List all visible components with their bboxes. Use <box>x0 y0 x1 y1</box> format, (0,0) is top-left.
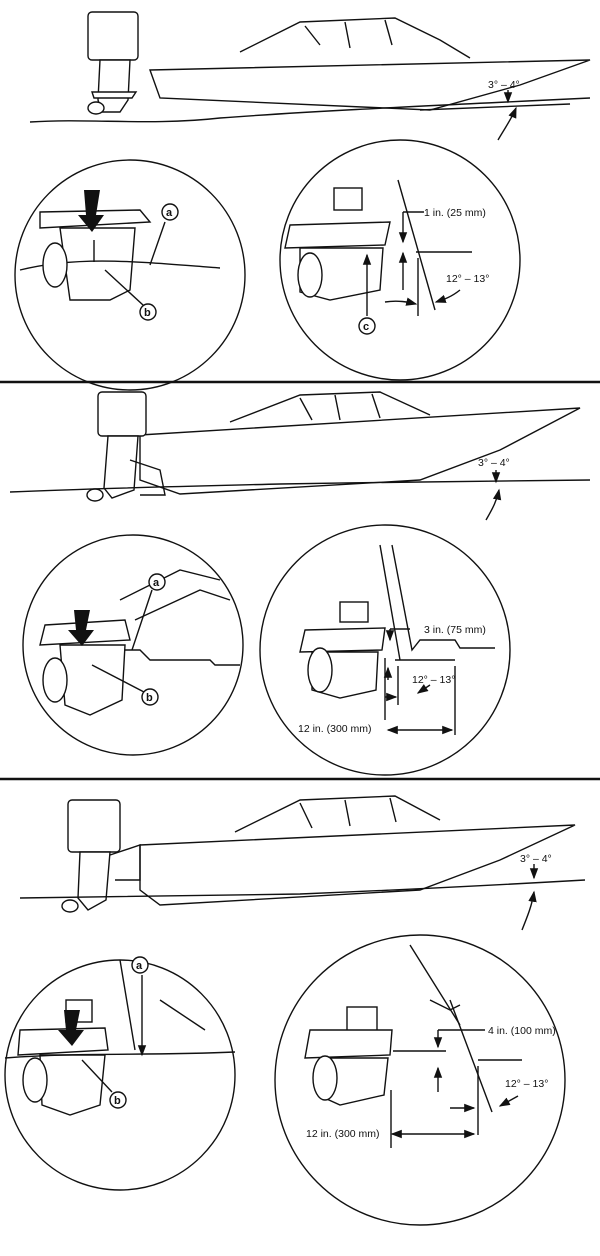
callout-b: b <box>144 307 151 319</box>
callout-a-circle <box>161 203 179 221</box>
height-label: 4 in. (100 mm) <box>488 1025 556 1037</box>
angle-label: 12° – 13° <box>446 273 489 285</box>
detail-circle-right: 1 in. (25 mm) 12° – 13° c <box>279 139 521 381</box>
panel-3: 3° – 4° a b <box>4 795 586 1226</box>
callout-c-circle <box>358 317 376 335</box>
callout-a: a <box>153 577 160 589</box>
detail-circle-right: 3 in. (75 mm) 12° – 13° 12 in. (300 mm) <box>259 524 511 776</box>
distance-label: 12 in. (300 mm) <box>298 723 372 735</box>
panel-1: 3° – 4° a b <box>14 11 591 391</box>
callout-b: b <box>114 1095 121 1107</box>
callout-b: b <box>146 692 153 704</box>
detail-circle-left: a b <box>22 534 244 756</box>
angle-arrow-bottom <box>497 106 517 141</box>
panel-2: 3° – 4° a b <box>9 391 591 776</box>
outboard-motor <box>61 799 121 913</box>
boat-angle-label: 3° – 4° <box>488 79 520 91</box>
detail-circle-left: a b <box>4 956 236 1191</box>
outboard-motor <box>86 391 147 502</box>
arrow-marker-icon <box>58 1010 84 1046</box>
arrow-marker-icon <box>68 610 94 646</box>
callout-a: a <box>166 207 173 219</box>
boat-illustration <box>9 391 591 502</box>
boat-angle-label: 3° – 4° <box>478 457 510 469</box>
boat-illustration <box>29 11 591 123</box>
callout-c: c <box>363 321 369 333</box>
boat-angle-label: 3° – 4° <box>520 853 552 865</box>
detail-circle-right: 4 in. (100 mm) 12° – 13° 12 in. (300 mm) <box>274 934 566 1226</box>
distance-label: 12 in. (300 mm) <box>306 1128 380 1140</box>
angle-label: 12° – 13° <box>505 1078 548 1090</box>
boat-illustration <box>19 795 586 913</box>
outboard-motor <box>87 11 139 115</box>
arrow-marker-icon <box>78 190 104 232</box>
detail-circle-left: a b <box>14 159 246 391</box>
height-label: 3 in. (75 mm) <box>424 624 486 636</box>
angle-label: 12° – 13° <box>412 674 455 686</box>
callout-a: a <box>136 960 143 972</box>
height-label: 1 in. (25 mm) <box>424 207 486 219</box>
callout-b-circle <box>139 303 157 321</box>
